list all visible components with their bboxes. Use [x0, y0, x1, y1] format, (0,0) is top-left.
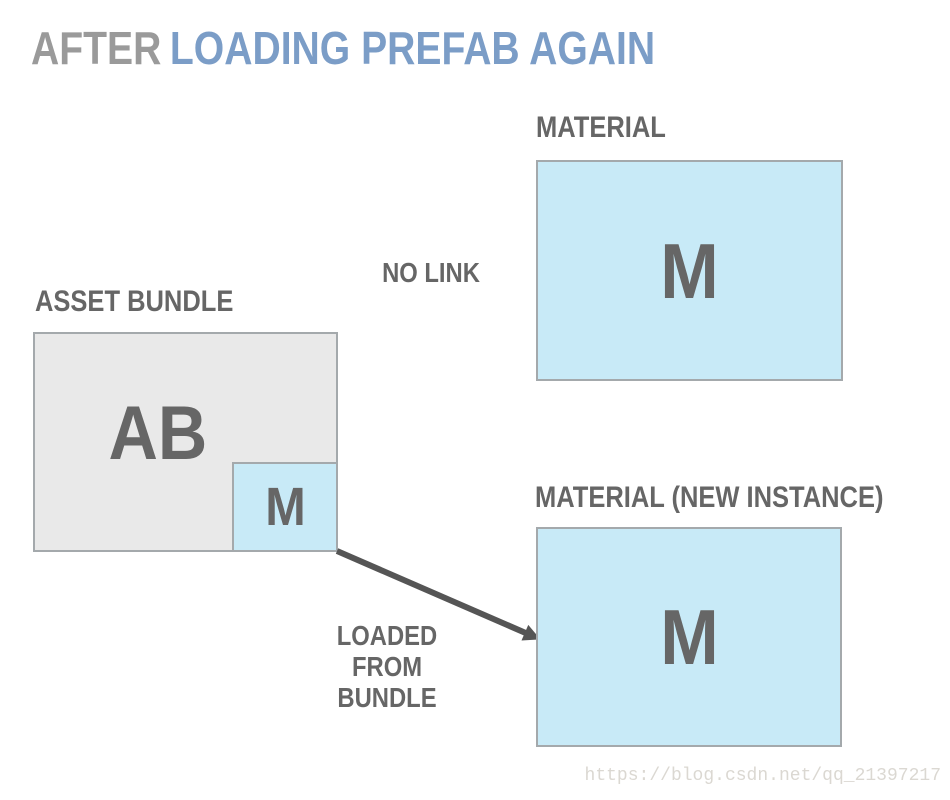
- material-letter: M: [660, 226, 719, 315]
- material-new-instance-box: M: [536, 527, 842, 747]
- asset-bundle-label: ASSET BUNDLE: [35, 285, 234, 318]
- watermark: https://blog.csdn.net/qq_21397217: [584, 766, 941, 786]
- loaded-label-line2: BUNDLE: [337, 682, 437, 713]
- bundled-material-box: M: [232, 462, 338, 552]
- asset-bundle-box: AB: [33, 332, 338, 552]
- loaded-label-line1: LOADED FROM: [336, 620, 438, 682]
- title-prefix: AFTER: [31, 22, 162, 74]
- asset-bundle-letter: AB: [108, 391, 207, 476]
- material-box: M: [536, 160, 843, 381]
- title-highlight: LOADING PREFAB AGAIN: [169, 22, 656, 74]
- loaded-from-bundle-arrow: [335, 548, 541, 641]
- no-link-label: NO LINK: [382, 257, 480, 288]
- material-new-instance-letter: M: [659, 593, 719, 681]
- material-new-instance-label: MATERIAL (NEW INSTANCE): [535, 481, 884, 514]
- bundled-material-letter: M: [264, 477, 306, 537]
- material-label: MATERIAL: [536, 111, 666, 144]
- loaded-from-bundle-label: LOADED FROM BUNDLE: [302, 620, 472, 713]
